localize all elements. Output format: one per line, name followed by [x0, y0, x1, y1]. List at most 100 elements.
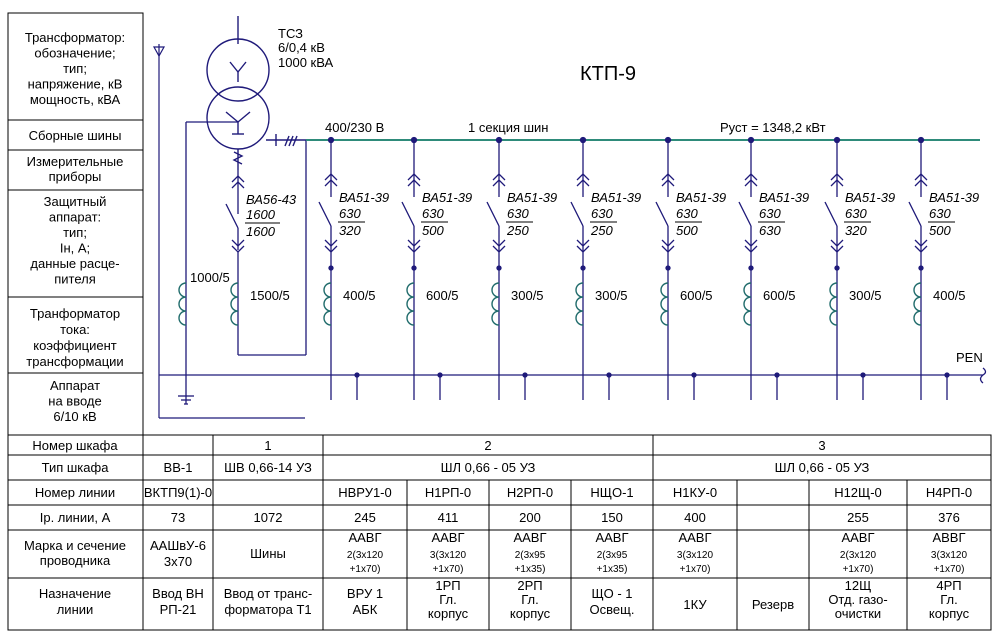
line-purpose: Ввод от транс-	[224, 586, 313, 601]
left-label-line: Измерительные	[27, 154, 124, 169]
line-purpose: очистки	[835, 606, 881, 621]
cable-spec: 2(3х95	[597, 550, 628, 561]
cable-spec: +1х35)	[515, 564, 546, 575]
feeder	[570, 136, 612, 400]
bus-section: 1 секция шин	[468, 120, 549, 135]
transformer-power: 1000 кВА	[278, 55, 333, 70]
feeder-breaker-type: ВА51-39	[759, 190, 809, 205]
line-purpose: Резерв	[752, 597, 794, 612]
row-label-cabinet-no: Номер шкафа	[32, 438, 118, 453]
cable-spec: ААШвУ-6	[150, 538, 206, 553]
feeder-breaker-in: 630	[929, 206, 951, 221]
feeder-ct-ratio: 600/5	[680, 288, 713, 303]
feeder-ct-ratio: 400/5	[343, 288, 376, 303]
feeder-breaker-set: 500	[929, 223, 951, 238]
ct-dot	[665, 265, 671, 271]
feeder-ct-ratio: 600/5	[426, 288, 459, 303]
left-label-line: тип;	[63, 61, 87, 76]
line-purpose: корпус	[428, 606, 469, 621]
cable-spec: 2(3х120	[347, 550, 384, 561]
left-label-line: напряжение, кВ	[28, 77, 123, 92]
feeder-breaker-set: 630	[759, 223, 781, 238]
feeder-breaker-type: ВА51-39	[591, 190, 641, 205]
line-purpose: Гл.	[521, 592, 539, 607]
left-label-line: Iн, А;	[60, 241, 90, 256]
line-number: Н12Щ-0	[834, 485, 882, 500]
ct-dot	[748, 265, 754, 271]
left-label-line: мощность, кВА	[30, 92, 121, 107]
feeder-breaker-set: 500	[422, 223, 444, 238]
line-current: 411	[438, 510, 459, 525]
feeder-breaker-set: 250	[590, 223, 613, 238]
cabinet-type: ШВ 0,66-14 УЗ	[224, 460, 312, 475]
line-current: 245	[354, 510, 376, 525]
row-label-line-no: Номер линии	[35, 485, 115, 500]
ct-dot	[580, 265, 586, 271]
feeder	[486, 136, 528, 400]
ct-coil	[660, 282, 669, 326]
feeder	[318, 136, 360, 400]
ct-dot	[411, 265, 417, 271]
cable-spec: ААВГ	[513, 530, 546, 545]
transformer-name: ТСЗ	[278, 26, 303, 41]
feeder-ct-ratio: 300/5	[595, 288, 628, 303]
feeder-breaker-type: ВА51-39	[845, 190, 895, 205]
feeder-breaker-set: 320	[845, 223, 867, 238]
row-label-cable: Марка и сечение	[24, 538, 126, 553]
left-label-line: тока:	[60, 322, 90, 337]
ct-coil	[575, 282, 584, 326]
cable-spec: +1х70)	[843, 564, 874, 575]
cable-spec: Шины	[250, 546, 286, 561]
ct-coil	[491, 282, 500, 326]
line-purpose: Освещ.	[590, 602, 635, 617]
cable-spec: +1х70)	[350, 564, 381, 575]
cable-spec: ААВГ	[678, 530, 711, 545]
cabinet-type: ШЛ 0,66 - 05 УЗ	[441, 460, 536, 475]
feeder	[738, 136, 780, 400]
left-label-line: Транформатор	[30, 306, 120, 321]
line-purpose: форматора Т1	[224, 602, 311, 617]
cable-spec: 3(3х120	[677, 550, 714, 561]
line-current: 376	[938, 510, 960, 525]
left-label-line: трансформации	[26, 354, 123, 369]
left-label-line: Трансформатор:	[25, 30, 125, 45]
cable-spec: +1х70)	[433, 564, 464, 575]
cable-spec: 3(3х120	[931, 550, 968, 561]
line-purpose: ЩО - 1	[591, 586, 632, 601]
row-label-cabinet-type: Тип шкафа	[42, 460, 110, 475]
left-label-line: Защитный	[44, 194, 107, 209]
cabinet-number: 1	[264, 438, 271, 453]
diagram-title: КТП-9	[580, 63, 636, 85]
ct-coil	[406, 282, 415, 326]
ct-dot	[496, 265, 502, 271]
left-label-line: Аппарат	[50, 378, 100, 393]
cable-spec: +1х35)	[597, 564, 628, 575]
hv-earth-line	[152, 44, 166, 418]
left-label-line: аппарат:	[49, 210, 101, 225]
feeder	[655, 136, 697, 400]
feeder-breaker-type: ВА51-39	[507, 190, 557, 205]
feeder-breaker-in: 630	[676, 206, 698, 221]
feeder-breaker-type: ВА51-39	[929, 190, 979, 205]
ct-dot	[918, 265, 924, 271]
cable-spec: 3(3х120	[430, 550, 467, 561]
incoming-circuit	[178, 121, 307, 405]
feeder-breaker-in: 630	[591, 206, 613, 221]
incoming-ct-aux: 1000/5	[190, 270, 230, 285]
left-label-line: коэффициент	[33, 338, 116, 353]
line-current: 200	[519, 510, 541, 525]
line-current: 255	[847, 510, 869, 525]
cabinet-type: ВВ-1	[164, 460, 193, 475]
bus-power: Руст = 1348,2 кВт	[720, 120, 826, 135]
line-number: Н2РП-0	[507, 485, 553, 500]
feeder-breaker-type: ВА51-39	[339, 190, 389, 205]
pen-label: PEN	[956, 350, 983, 365]
pen-line	[159, 367, 987, 419]
ct-coil	[743, 282, 752, 326]
row-label-current: Iр. линии, А	[40, 510, 111, 525]
bottom-table-frame	[7, 434, 992, 631]
cabinet-number: 3	[818, 438, 825, 453]
